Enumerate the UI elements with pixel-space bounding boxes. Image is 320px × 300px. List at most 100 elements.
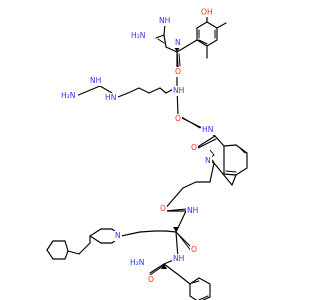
wedge-bond-3 bbox=[173, 227, 179, 232]
bond-24 bbox=[99, 85, 113, 94]
carbonyl-3-o-label: O bbox=[159, 204, 167, 214]
lactam-o-text: O bbox=[191, 143, 197, 152]
terminal-h2n-label: H₂N bbox=[129, 258, 147, 268]
double-bond-5 bbox=[178, 53, 181, 67]
bond-8 bbox=[216, 22, 227, 29]
bond-35 bbox=[223, 173, 237, 176]
piperidine-n-label: N bbox=[114, 231, 122, 241]
carbonyl-3-o-text: O bbox=[160, 204, 166, 213]
amide-3-nh-text: NH bbox=[187, 206, 198, 215]
bond-2 bbox=[206, 21, 218, 29]
guanidine-2-hn-label: HN bbox=[104, 93, 118, 103]
bond-38 bbox=[213, 162, 233, 186]
guanidine-1-h2n-text: H₂N bbox=[131, 31, 145, 40]
bond-31 bbox=[223, 144, 237, 147]
bond-7 bbox=[196, 21, 208, 29]
guanidine-2-nh-label: NH bbox=[89, 76, 103, 86]
double-bond-7 bbox=[197, 138, 217, 149]
amide-4-nh-text: NH bbox=[173, 254, 184, 263]
bond-23 bbox=[117, 92, 129, 98]
double-bond-8 bbox=[238, 146, 246, 154]
bond-64 bbox=[64, 250, 69, 260]
double-bond-12 bbox=[149, 265, 164, 276]
carbonyl-1-o-label: O bbox=[174, 67, 182, 77]
bond-40 bbox=[209, 162, 215, 183]
bond-12 bbox=[165, 46, 178, 53]
bond-5 bbox=[196, 39, 208, 47]
phenol-oh-label: OH bbox=[200, 7, 215, 17]
guanidine-1-h2n-label: H₂N bbox=[130, 31, 148, 41]
double-bond-4 bbox=[157, 38, 165, 44]
double-bond-11 bbox=[177, 233, 193, 253]
guanidine-2-h2n-text: H₂N bbox=[61, 91, 75, 100]
guanidine-1-nh-text: NH bbox=[159, 16, 170, 25]
bond-66 bbox=[175, 231, 179, 259]
bond-72 bbox=[198, 277, 211, 285]
atom-label-layer: OH NH H₂N N O NH bbox=[60, 7, 215, 285]
bond-57 bbox=[78, 242, 91, 255]
lactam-n-text: N bbox=[205, 156, 211, 165]
bond-70 bbox=[179, 275, 191, 285]
carbonyl-4-o-label: O bbox=[190, 245, 198, 255]
bond-52 bbox=[89, 228, 102, 237]
bond-20 bbox=[148, 87, 161, 94]
guanidine-1-n-label: N bbox=[174, 38, 182, 48]
bond-42 bbox=[182, 181, 197, 189]
carbonyl-1-o-text: O bbox=[175, 67, 181, 76]
bond-11 bbox=[176, 45, 188, 53]
guanidine-2-nh-text: NH bbox=[90, 76, 101, 85]
piperidine-n-text: N bbox=[115, 231, 121, 240]
molecule-structure-drawing: OH NH H₂N N O NH bbox=[46, 7, 248, 300]
guanidine-1-n-text: N bbox=[175, 38, 181, 47]
bond-30 bbox=[214, 135, 225, 147]
terminal-o-text: O bbox=[148, 275, 154, 284]
double-bond-13 bbox=[191, 280, 200, 284]
molecule-structure-view: OH NH H₂N N O NH bbox=[46, 7, 248, 300]
guanidine-2-hn-text: HN bbox=[105, 93, 116, 102]
bond-4 bbox=[206, 39, 218, 47]
bond-21 bbox=[138, 87, 150, 94]
guanidine-1-nh-label: NH bbox=[158, 16, 172, 26]
bond-34 bbox=[235, 167, 248, 176]
amide-2-hn-text: HN bbox=[202, 125, 213, 134]
terminal-o-label: O bbox=[147, 275, 155, 285]
guanidine-2-h2n-label: H₂N bbox=[60, 91, 78, 101]
carbonyl-4-o-text: O bbox=[191, 245, 197, 254]
wedge-bond-4 bbox=[161, 264, 167, 269]
lactam-o-label: O bbox=[190, 143, 198, 153]
bond-layer bbox=[46, 10, 248, 300]
amide-2-hn-label: HN bbox=[201, 125, 215, 135]
terminal-h2n-text: H₂N bbox=[130, 258, 144, 267]
double-bond-14 bbox=[198, 295, 209, 300]
bond-46 bbox=[165, 230, 177, 233]
amide-4-nh-label: NH bbox=[172, 254, 186, 264]
bond-59 bbox=[64, 240, 69, 252]
double-bond-3 bbox=[198, 39, 208, 45]
double-bond-9 bbox=[225, 170, 237, 173]
double-bond-10 bbox=[164, 208, 187, 212]
bond-69 bbox=[163, 263, 181, 277]
bond-75 bbox=[189, 295, 198, 300]
wedge-bond-1 bbox=[174, 47, 180, 52]
bond-14 bbox=[155, 34, 165, 39]
bond-22 bbox=[127, 87, 140, 94]
amide-1-nh-label: NH bbox=[172, 86, 186, 96]
lactam-n-label: N bbox=[204, 156, 212, 166]
phenol-oh-text: OH bbox=[201, 8, 213, 17]
amide-1-nh-text: NH bbox=[173, 86, 184, 95]
bond-29 bbox=[195, 135, 216, 149]
bond-19 bbox=[159, 87, 167, 94]
bond-68 bbox=[149, 263, 165, 274]
carbonyl-2-o-label: O bbox=[174, 114, 182, 124]
amide-3-nh-label: NH bbox=[186, 206, 200, 216]
double-bond-6 bbox=[179, 115, 201, 129]
bond-58 bbox=[67, 250, 80, 255]
carbonyl-2-o-text: O bbox=[175, 114, 181, 123]
bond-54 bbox=[89, 235, 102, 244]
bond-49 bbox=[120, 231, 141, 237]
bond-62 bbox=[46, 249, 54, 260]
bond-9 bbox=[186, 39, 198, 47]
bond-37 bbox=[231, 174, 237, 186]
bond-13 bbox=[163, 34, 167, 48]
bond-61 bbox=[46, 240, 54, 251]
